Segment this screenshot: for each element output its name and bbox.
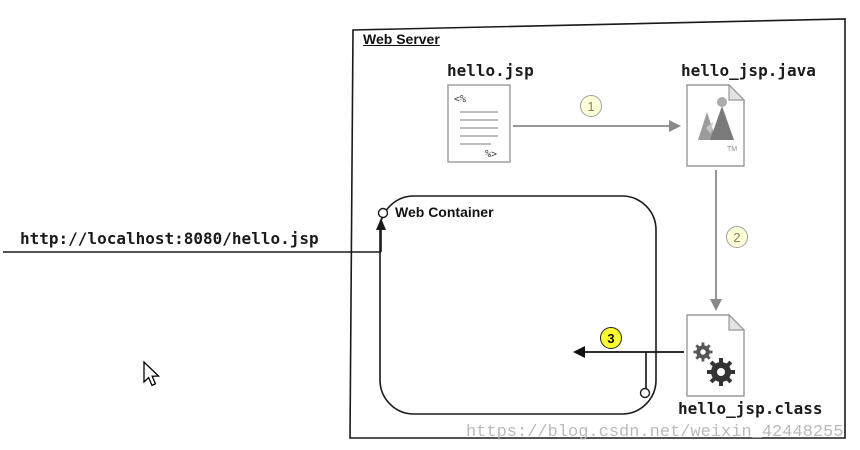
step3-badge: 3 xyxy=(600,327,622,349)
jsp-page-shape xyxy=(447,84,511,163)
class-page-fold xyxy=(728,313,746,331)
java-duke-icon xyxy=(698,97,734,140)
class-file-label: hello_jsp.class xyxy=(678,399,823,418)
step2-badge: 2 xyxy=(726,226,748,248)
jsp-file-label: hello.jsp xyxy=(447,61,534,80)
watermark-text: https://blog.csdn.net/weixin_42448255 xyxy=(466,423,844,442)
container-exit-port xyxy=(639,387,651,399)
gear-large-icon xyxy=(707,358,735,386)
jsp-file-icon: <% %> xyxy=(447,84,511,169)
step2-arrowhead xyxy=(710,299,722,311)
step3-arrowhead xyxy=(573,346,585,358)
jsp-open-tag-text: <% xyxy=(454,94,466,105)
class-file-icon xyxy=(686,313,746,403)
java-file-icon: TM xyxy=(686,83,746,173)
container-entry-port xyxy=(377,207,389,219)
gear-small-icon xyxy=(693,342,713,362)
mouse-cursor xyxy=(143,360,161,387)
java-file-label: hello_jsp.java xyxy=(681,61,816,80)
java-tm-text: TM xyxy=(727,146,737,153)
request-arrowhead xyxy=(376,218,386,230)
web-server-label: Web Server xyxy=(363,31,440,47)
step1-arrowhead xyxy=(669,120,681,132)
java-page-fold xyxy=(728,83,746,101)
step1-badge: 1 xyxy=(580,95,602,117)
web-container-box xyxy=(379,195,657,415)
jsp-text-lines-icon xyxy=(460,111,498,145)
web-container-label: Web Container xyxy=(395,204,494,220)
request-url-text: http://localhost:8080/hello.jsp xyxy=(20,229,319,248)
jsp-close-tag-text: %> xyxy=(485,149,497,160)
